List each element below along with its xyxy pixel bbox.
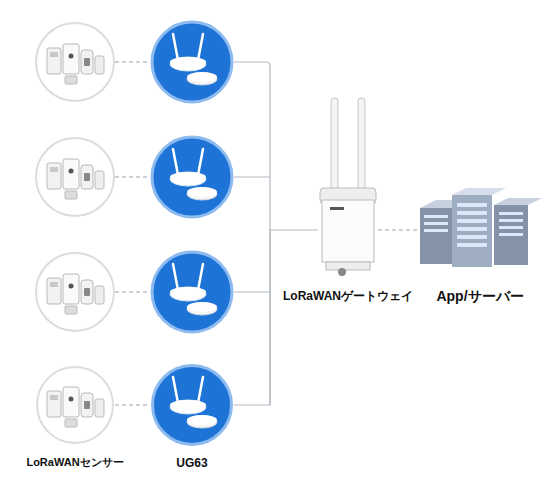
sensor-circle: [36, 23, 114, 101]
circle-outline: [150, 363, 234, 447]
server-top: [452, 188, 506, 195]
gateway-body: [322, 200, 374, 262]
server-top: [420, 200, 468, 208]
server-illustration: [420, 188, 542, 267]
connector-line: [115, 404, 150, 405]
ug63-circle: [152, 137, 232, 217]
sensor-circle: [36, 138, 114, 216]
gateway-cap: [320, 188, 376, 204]
trunk-wire: [234, 176, 270, 177]
ug63-circle: [152, 252, 232, 332]
gateway-illustration: [320, 98, 376, 276]
node-label: App/サーバー: [436, 288, 523, 306]
sensor-icons: [47, 44, 104, 84]
server-block: [420, 208, 452, 264]
ug63-icon: [170, 264, 217, 315]
ug63-icon: [170, 34, 217, 85]
antenna: [358, 98, 365, 198]
server-block: [494, 205, 528, 265]
ug63-circle: UG63: [150, 363, 234, 447]
ug63-icon: [170, 149, 217, 200]
dashed-wire: [115, 291, 150, 292]
server-top: [494, 198, 542, 205]
gateway-device: LoRaWANゲートウェイ: [318, 98, 378, 274]
dashed-wire: [115, 61, 150, 62]
gateway-base: [326, 262, 370, 270]
gateway-logo: [330, 207, 344, 210]
sensor-icons: [47, 274, 104, 314]
ug63-circle: [152, 22, 232, 102]
ug63-circles: [152, 22, 232, 332]
node-label: LoRaWANゲートウェイ: [283, 288, 413, 305]
connector-line: [234, 230, 318, 405]
circle-shape: [37, 367, 113, 443]
sensor-circle: LoRaWANセンサー: [35, 365, 115, 445]
antenna: [331, 98, 338, 198]
sensor-circle: [36, 253, 114, 331]
node-label: LoRaWANセンサー: [26, 455, 123, 470]
sensor-icons: [47, 159, 104, 199]
dashed-wire: [115, 176, 150, 177]
sensor-icons: [47, 387, 104, 427]
sensor-circles: [36, 23, 114, 331]
server-stack: App/サーバー: [418, 188, 542, 272]
node-label: UG63: [176, 456, 207, 470]
trunk-wire: [234, 62, 270, 405]
circle-shape: [153, 366, 232, 445]
circle-outline: [35, 365, 115, 445]
server-block: [452, 195, 492, 267]
ug63-icon: [170, 377, 217, 428]
connector-line: [378, 229, 418, 230]
wires: [115, 62, 270, 405]
gateway-port: [338, 268, 346, 276]
trunk-wire: [234, 291, 270, 292]
server-stripes: [424, 203, 523, 247]
